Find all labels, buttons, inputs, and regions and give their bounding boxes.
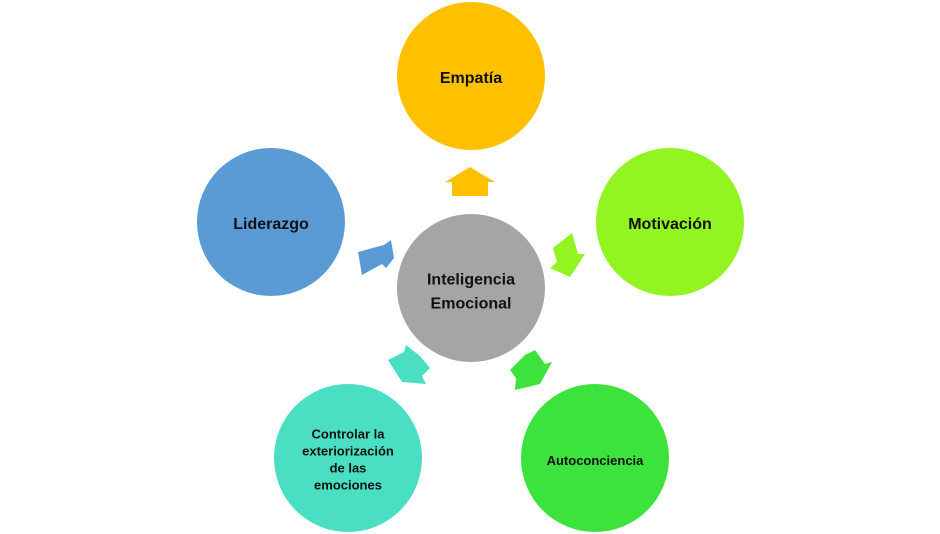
node-controlar: Controlar la exteriorización de las emocion… [274, 384, 422, 532]
label-line: exteriorización [302, 443, 394, 458]
label-line: Motivación [628, 216, 712, 233]
node-circle [521, 384, 669, 532]
node-label: Motivación [628, 216, 712, 233]
label-line: Inteligencia [427, 271, 515, 288]
node-liderazgo: Liderazgo [197, 148, 345, 296]
label-line: Emocional [431, 295, 512, 312]
label-line: emociones [314, 477, 382, 492]
arrow-down-left-icon [388, 345, 430, 384]
label-line: Liderazgo [233, 216, 309, 233]
node-circle [274, 384, 422, 532]
arrow-up-icon [445, 167, 495, 196]
node-motivacion: Motivación [596, 148, 744, 296]
node-label: Empatía [440, 70, 502, 87]
label-line: de las [330, 460, 367, 475]
node-label: Autoconciencia [547, 453, 645, 468]
arrow-down-right-icon [510, 350, 552, 390]
node-empatia: Empatía [397, 2, 545, 150]
center-circle [397, 214, 545, 362]
arrow-left-icon [358, 240, 394, 275]
arrow-right-icon [550, 233, 585, 277]
node-autoconciencia: Autoconciencia [521, 384, 669, 532]
node-circle [596, 148, 744, 296]
node-label: Liderazgo [233, 216, 309, 233]
label-line: Controlar la [312, 426, 386, 441]
node-circle [197, 148, 345, 296]
connector-arrows [358, 167, 585, 390]
label-line: Empatía [440, 70, 502, 87]
node-circle [397, 2, 545, 150]
node-label: Controlar la exteriorización de las emocion… [302, 426, 394, 492]
label-line: Autoconciencia [547, 453, 645, 468]
